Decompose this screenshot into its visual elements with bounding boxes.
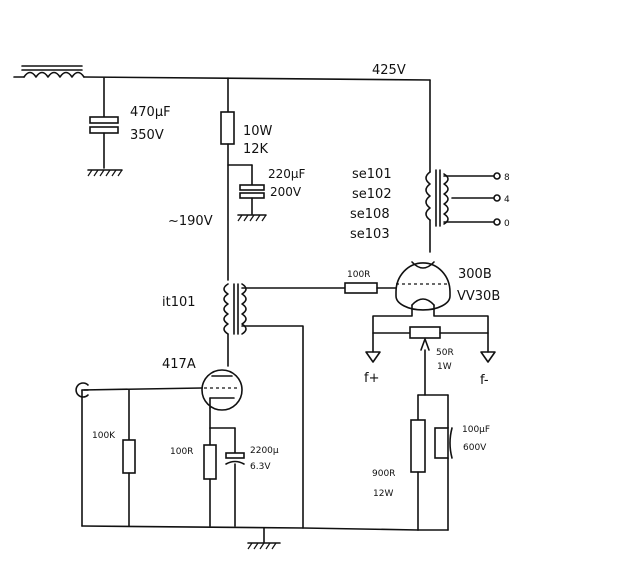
out-cathode-c-value: 100μF	[462, 425, 490, 435]
b-plus-label: 425V	[372, 63, 406, 78]
hum-pot-watt-label: 1W	[437, 362, 452, 372]
out-cathode-c-voltage: 600V	[463, 443, 487, 453]
grid-leak-label: 100K	[92, 431, 116, 441]
driver-cathode-cap-voltage: 6.3V	[250, 462, 271, 472]
out-cathode-r-watt: 12W	[373, 489, 393, 499]
driver-cathode-cap-value: 2200μ	[250, 446, 279, 456]
filament-plus-label: f+	[364, 371, 379, 386]
grid-stopper-label: 100R	[347, 270, 370, 280]
output-tube-label-2: VV30B	[457, 289, 500, 304]
output-tube-label-1: 300B	[458, 267, 492, 282]
filter-choke	[13, 65, 85, 78]
filament-minus-label: f-	[480, 373, 489, 388]
ground-bus	[81, 525, 419, 531]
driver-cathode-resistor-label: 100R	[170, 447, 193, 457]
hum-pot-value-label: 50R	[436, 348, 454, 358]
decoupling-capacitor-c2	[227, 164, 267, 222]
driver-plate-voltage-label: ~190V	[168, 214, 213, 229]
output-terminal-8[interactable]	[493, 172, 501, 180]
tap-0-label: 0	[504, 219, 510, 229]
dropping-resistor-r1	[220, 111, 235, 145]
output-cathode-capacitor	[434, 427, 453, 459]
output-trans-label-1: se101	[352, 167, 392, 182]
tap-8-label: 8	[504, 173, 510, 183]
output-tube-300b	[395, 261, 451, 311]
interstage-transformer	[223, 283, 247, 335]
grid-leak-resistor	[122, 439, 136, 474]
c2-value-label: 220μF	[268, 167, 306, 181]
driver-cathode-resistor	[203, 444, 217, 480]
c1-voltage-label: 350V	[130, 128, 164, 143]
output-terminal-4[interactable]	[493, 194, 501, 202]
output-cathode-resistor	[410, 419, 426, 473]
driver-tube-label: 417A	[162, 357, 196, 372]
grid-stopper-resistor	[344, 282, 378, 294]
filter-capacitor-c1	[87, 77, 123, 177]
out-cathode-r-value: 900R	[372, 469, 395, 479]
hum-balance-pot	[409, 326, 441, 339]
b-plus-rail	[83, 76, 431, 81]
tap-4-label: 4	[504, 195, 510, 205]
driver-cathode-capacitor	[225, 452, 245, 465]
output-transformer	[425, 169, 449, 227]
output-trans-label-3: se108	[350, 207, 390, 222]
interstage-label: it101	[162, 295, 196, 310]
output-trans-label-2: se102	[352, 187, 392, 202]
r1-value-label: 12K	[243, 142, 269, 157]
output-terminal-0[interactable]	[493, 218, 501, 226]
c2-voltage-label: 200V	[270, 185, 302, 199]
driver-tube-417a	[201, 369, 243, 411]
c1-value-label: 470μF	[130, 105, 171, 120]
output-trans-label-4: se103	[350, 227, 390, 242]
r1-watt-label: 10W	[243, 124, 273, 139]
ground-symbol-icon	[247, 527, 281, 550]
